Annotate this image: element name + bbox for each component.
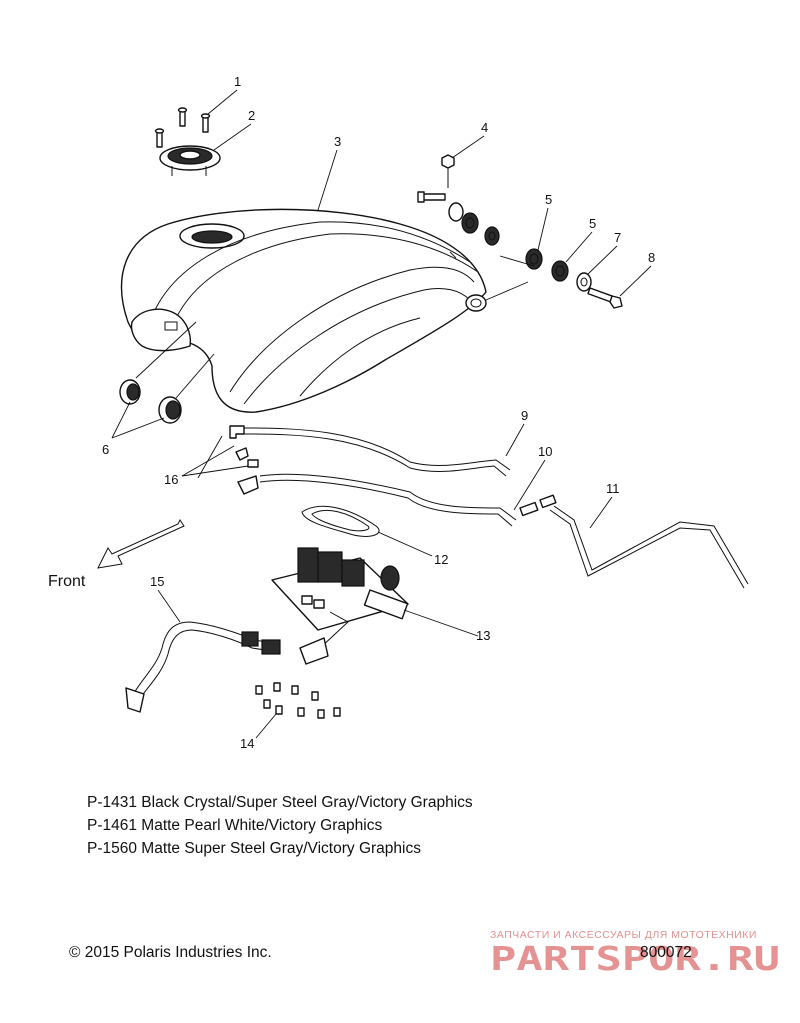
part-8-bolt xyxy=(587,287,623,309)
part-2-fuel-cap-ring xyxy=(159,145,221,176)
callout-7: 7 xyxy=(614,230,621,245)
callout-10: 10 xyxy=(538,444,552,459)
model-note: P-1461 Matte Pearl White/Victory Graphic… xyxy=(87,817,383,834)
part-10-fuel-line xyxy=(259,473,517,527)
leader-lines xyxy=(111,89,652,739)
callout-9: 9 xyxy=(521,408,528,423)
callout-5b: 5 xyxy=(589,216,596,231)
callout-2: 2 xyxy=(248,108,255,123)
figure-number: 800072 xyxy=(640,944,692,961)
model-notes: P-1431 Black Crystal/Super Steel Gray/Vi… xyxy=(87,791,473,860)
callout-5a: 5 xyxy=(545,192,552,207)
callout-6: 6 xyxy=(102,442,109,457)
callout-1: 1 xyxy=(234,74,241,89)
copyright-notice: © 2015 Polaris Industries Inc. xyxy=(69,944,272,961)
part-9-vent-line xyxy=(243,427,511,477)
callout-labels: 1 2 3 4 5 5 6 7 8 9 10 11 12 13 14 15 16… xyxy=(48,74,655,751)
watermark-logo-text: PARTSPOR.RU xyxy=(490,939,780,977)
callout-11: 11 xyxy=(606,481,620,496)
watermark-logo: PARTSPOR.RU xyxy=(490,939,780,977)
watermark-tagline: ЗАПЧАСТИ И АКСЕССУАРЫ ДЛЯ МОТОТЕХНИКИ xyxy=(490,929,757,941)
front-direction-arrow xyxy=(97,519,185,569)
callout-8: 8 xyxy=(648,250,655,265)
part-1-screws xyxy=(154,107,211,148)
part-3-fuel-tank xyxy=(120,208,487,413)
callout-15: 15 xyxy=(150,574,164,589)
callout-13: 13 xyxy=(476,628,490,643)
part-16-fittings xyxy=(229,425,259,495)
model-note: P-1431 Black Crystal/Super Steel Gray/Vi… xyxy=(87,794,473,811)
callout-12: 12 xyxy=(434,552,448,567)
part-5-grommets xyxy=(525,248,569,282)
part-14-screws xyxy=(255,682,341,719)
part-7-washer xyxy=(576,272,592,292)
callout-4: 4 xyxy=(481,120,488,135)
front-label: Front xyxy=(48,573,86,590)
callout-3: 3 xyxy=(334,134,341,149)
callout-14: 14 xyxy=(240,736,254,751)
part-6-bumpers xyxy=(119,379,182,424)
model-note: P-1560 Matte Super Steel Gray/Victory Gr… xyxy=(87,840,421,857)
part-15-fuel-hose xyxy=(125,621,281,713)
part-11-line xyxy=(519,494,749,589)
part-12-gasket xyxy=(301,505,380,537)
part-4-bolt xyxy=(417,154,455,203)
callout-16: 16 xyxy=(164,472,178,487)
part-13-fuel-pump xyxy=(271,547,409,665)
mount-hardware-stack xyxy=(448,202,500,246)
